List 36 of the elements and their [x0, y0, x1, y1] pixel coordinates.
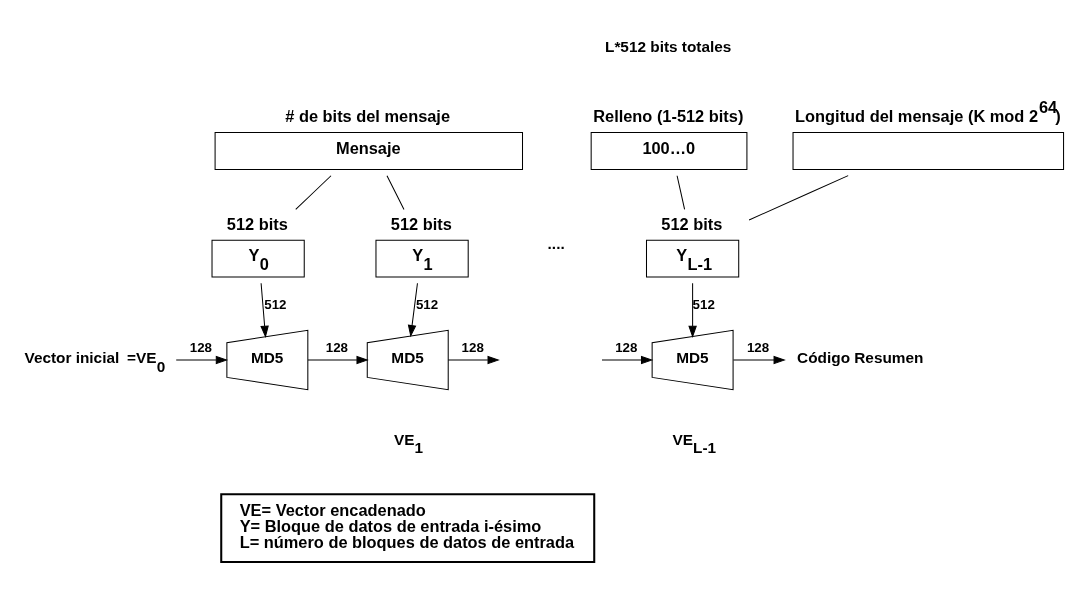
connector [748, 174, 849, 220]
edge-label: 128 [615, 339, 638, 355]
connector [295, 174, 332, 210]
arrow [732, 355, 786, 364]
arrow [175, 355, 229, 364]
node-label: Relleno (1-512 bits) [593, 106, 744, 125]
arrow [601, 355, 654, 364]
node-box: VE= Vector encadenado Y= Bloque de datos de entrada i-ésimo L= número de bloques de datos de entrada [220, 492, 596, 563]
node-label: 512 bits [661, 214, 723, 233]
arrow [260, 282, 269, 338]
edge-label: 512 [415, 296, 439, 312]
connector [676, 174, 686, 210]
arrow [447, 355, 500, 364]
arrow [407, 282, 418, 337]
node-box: MD5 [366, 329, 449, 390]
edge-label: 128 [325, 339, 348, 355]
edge-label: 128 [746, 339, 770, 355]
node-box: MD5 [651, 329, 734, 390]
edge-label: 128 [189, 339, 212, 355]
node-text: Código Resumen [797, 348, 924, 366]
node-label: 512 bits [226, 214, 288, 233]
node-label: 512 bits [390, 214, 452, 233]
edge-label: 128 [461, 339, 484, 355]
node-box [792, 131, 1065, 170]
edge-label: 512 [692, 296, 715, 312]
label: .... [547, 234, 565, 252]
node-box: MD5 [226, 329, 309, 390]
node-box: 100…0 [590, 131, 748, 170]
label: L*512 bits totales [605, 37, 732, 55]
arrow [688, 282, 697, 338]
node-text: Vector inicial [24, 348, 120, 366]
edge-label: 512 [264, 296, 287, 312]
connector [386, 174, 405, 210]
node-box: Mensaje [214, 131, 523, 170]
node-label: # de bits del mensaje [285, 106, 451, 125]
arrow [307, 355, 369, 364]
